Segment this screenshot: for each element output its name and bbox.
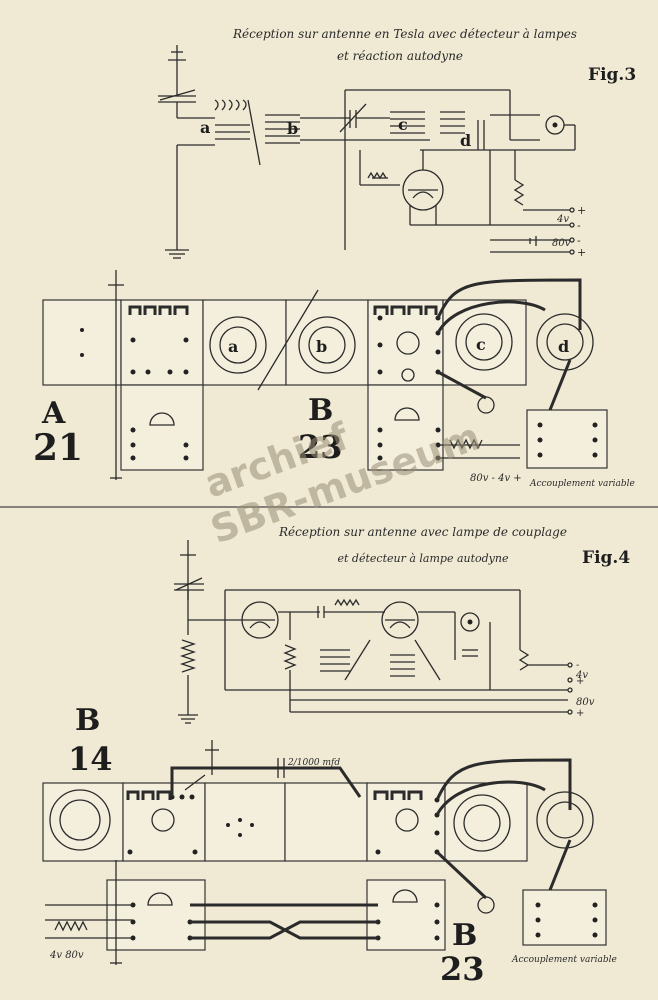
fig3-80v-label: 80v [552,238,571,249]
panel-coil-c-label: c [476,335,486,354]
headphone-symbol-fig4 [460,612,480,632]
coil-b-label: b [287,119,298,138]
vacuum-tube-2-fig4 [381,601,419,639]
coil-d [440,111,485,150]
fig3-battery-label: 80v - 4v + [470,473,522,484]
antenna-symbol [158,45,196,103]
ground-symbol [165,249,189,259]
fig4-battery-label: 4v 80v [49,950,84,961]
svg-text:+: + [576,676,584,687]
panel-coil-b-label: b [316,337,327,356]
svg-text:-: - [576,660,580,671]
fig4-title-line2: et détecteur à lampe autodyne [338,552,509,565]
fig4-panel-layout [42,782,607,951]
coil-c [390,111,425,134]
coil-d-label: d [460,131,471,150]
capacitor-value-label: 2/1000 mfd [287,758,340,768]
fig4-4v-label: 4v [575,670,588,681]
svg-text:+: + [577,246,586,259]
coil-b [265,114,430,144]
panel-B-number-fig3: 23 [298,428,343,466]
panel-B2-letter: B [452,918,477,953]
svg-text:+: + [577,204,586,217]
vacuum-tube-1-fig4 [241,601,279,639]
vacuum-tube-fig3 [402,169,444,211]
panel-B1-number: 14 [68,740,113,778]
antenna-symbol-fig4 [174,540,204,600]
variable-capacitor [339,103,390,133]
panel-B1-letter: B [75,703,100,738]
fig3-title-line2: et réaction autodyne [337,49,463,63]
svg-text:-: - [577,234,581,247]
fig4-80v-label: 80v [576,697,595,708]
coil-a [214,99,261,166]
headphone-symbol [545,115,565,135]
coil-a-label: a [200,118,210,137]
svg-text:-: - [577,219,581,232]
panel-A-letter: A [41,396,66,431]
fig3-4v-label: 4v [556,214,569,225]
svg-text:+: + [576,708,584,719]
fig3-coupling-label: Accouplement variable [529,479,635,489]
panel-coil-a-label: a [228,337,238,356]
fig3-label: Fig.3 [588,65,636,85]
fig4-coupling-label: Accouplement variable [511,955,617,965]
panel-B-letter-fig3: B [308,393,333,428]
panel-B2-number: 23 [440,950,485,988]
panel-coil-d-label: d [558,337,569,356]
fig3-title-line1: Réception sur antenne en Tesla avec déte… [232,27,577,41]
fig4-title-line1: Réception sur antenne avec lampe de coup… [278,525,567,539]
grid-leak-capacitor [360,171,400,186]
coil-c-label: c [398,115,408,134]
fig4-label: Fig.4 [582,548,630,568]
panel-A-number: 21 [33,427,83,469]
